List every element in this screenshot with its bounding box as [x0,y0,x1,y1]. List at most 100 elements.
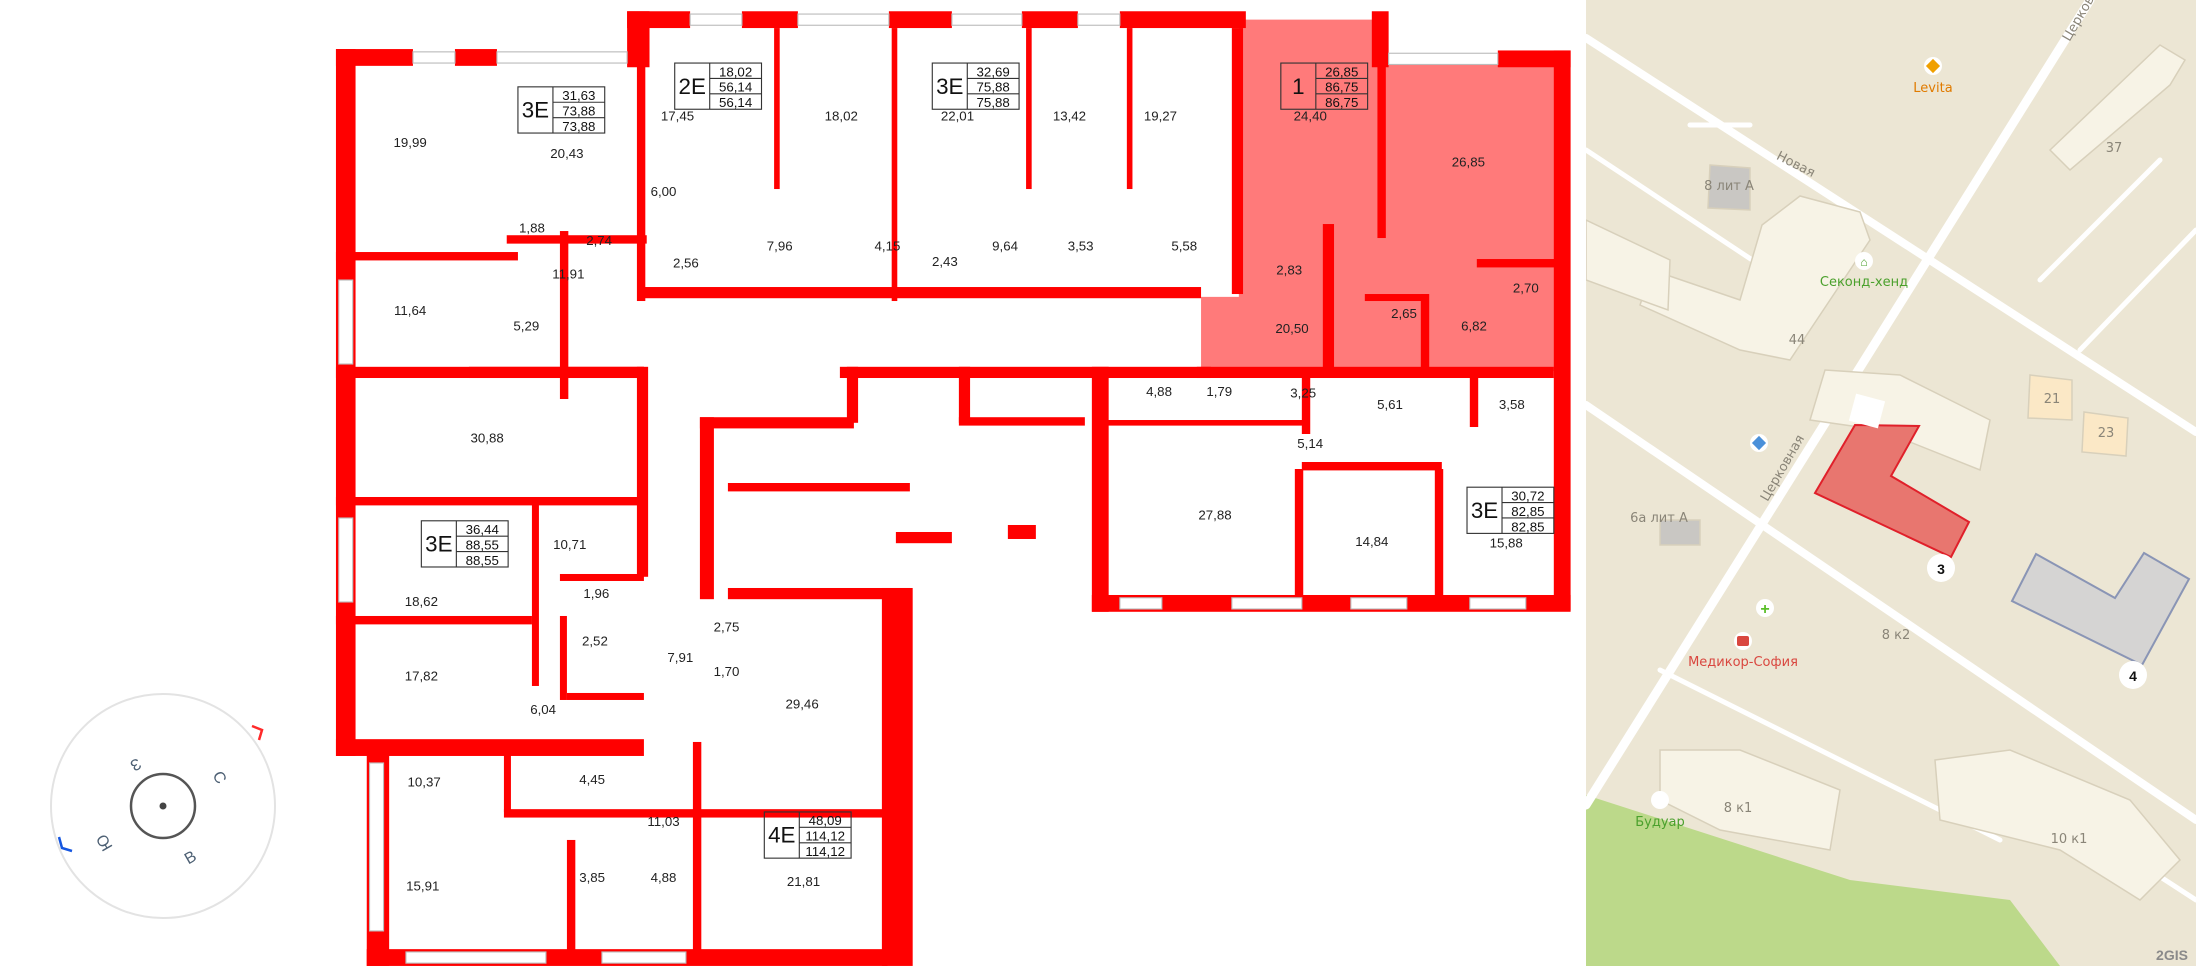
wall [335,49,356,756]
clothes-hanger-icon[interactable] [1651,791,1669,809]
marker-4[interactable] [2119,661,2147,689]
apartment-type: 3E [1471,498,1498,523]
room-area-label: 1,70 [714,664,740,679]
apartment-area: 36,44 [466,522,499,537]
wall [1497,50,1571,68]
wall [727,483,910,492]
room-area-label: 5,14 [1297,436,1323,451]
wall [891,28,898,302]
building-label: 8 к2 [1882,628,1911,643]
room-area-label: 15,91 [406,878,439,893]
windows [338,13,1527,964]
room-area-label: 3,58 [1499,397,1525,412]
poi-medikor-sofia[interactable]: Медикор-София [1688,655,1798,670]
buildings [1586,44,2187,901]
apartment-area: 56,14 [719,95,752,110]
plus-icon[interactable] [1756,599,1774,617]
room-area-label: 11,03 [647,814,679,829]
apartment-area: 73,88 [562,104,595,119]
wall [692,741,702,952]
wall [699,417,854,429]
room-area-label: 2,56 [673,255,699,270]
room-area-label: 21,81 [787,874,820,889]
wall [335,366,644,379]
poi-levita[interactable]: Levita [1913,81,1952,96]
room-area-label: 19,27 [1144,108,1177,123]
wall [1007,524,1036,539]
room-area-label: 2,70 [1513,281,1539,296]
apartment-type: 3E [425,532,452,557]
wall [641,287,1202,299]
room-area-label: 3,85 [579,870,605,885]
window [601,951,687,964]
marker-3[interactable] [1927,554,1955,582]
room-area-label: 30,88 [471,430,504,445]
building-label: 23 [2098,426,2115,441]
wall [503,741,511,812]
apartment-area: 88,55 [466,553,499,568]
compass[interactable]: С В Ю З [0,680,330,940]
apartment-area: 30,72 [1511,488,1544,503]
wall [727,587,910,600]
wall [335,739,644,756]
window [1350,597,1408,610]
wall [1126,28,1133,190]
wall [627,11,691,29]
diamond-icon[interactable] [1751,435,1767,451]
wall [1469,371,1479,428]
wall [566,839,576,952]
room-area-label: 11,91 [552,267,584,282]
location-map[interactable]: Новая Церковная Церковная 8 лит А 37 44 … [1586,0,2196,966]
wall [506,235,647,244]
selected-building-3[interactable] [1813,423,1971,559]
clothes-hanger-icon[interactable] [1855,252,1873,270]
wall [636,366,649,577]
room-area-label: 5,61 [1377,397,1403,412]
compass-dial-icon [129,772,197,840]
poi-second-hand[interactable]: Секонд-хенд [1820,275,1908,290]
wall [1434,469,1444,602]
window [338,279,354,365]
wall [1196,366,1211,379]
wall [1377,56,1386,239]
room-area-label: 4,88 [651,870,677,885]
room-area-label: 14,84 [1355,534,1388,549]
room-area-label: 18,62 [405,594,438,609]
apartment-area: 48,09 [809,813,842,828]
wall [559,615,567,700]
room-area-label: 19,99 [394,135,427,150]
wall [1371,11,1389,68]
wall [559,573,644,581]
room-area-label: 6,82 [1461,318,1487,333]
wall [1364,294,1428,302]
room-area-label: 18,02 [825,108,858,123]
wall [888,11,952,29]
svg-text:⌂: ⌂ [1860,255,1867,269]
wall [895,531,952,544]
wall [1476,259,1561,268]
wall [335,252,518,261]
wall [1301,462,1442,471]
room-area-label: 4,45 [579,772,605,787]
wall [335,49,413,66]
wall [1420,294,1430,372]
building-label: 44 [1789,333,1806,348]
window [1077,13,1121,26]
shop-icon[interactable] [1925,58,1941,74]
poi-buduar[interactable]: Будуар [1635,815,1685,830]
room-area-label: 3,53 [1068,239,1094,254]
window [405,951,547,964]
section-mark-blue-icon [57,836,73,853]
wall [958,417,1085,426]
room-area-label: 10,37 [408,775,441,790]
room-area-label: 4,15 [875,239,901,254]
room-area-label: 22,01 [941,108,974,123]
window [496,51,628,64]
